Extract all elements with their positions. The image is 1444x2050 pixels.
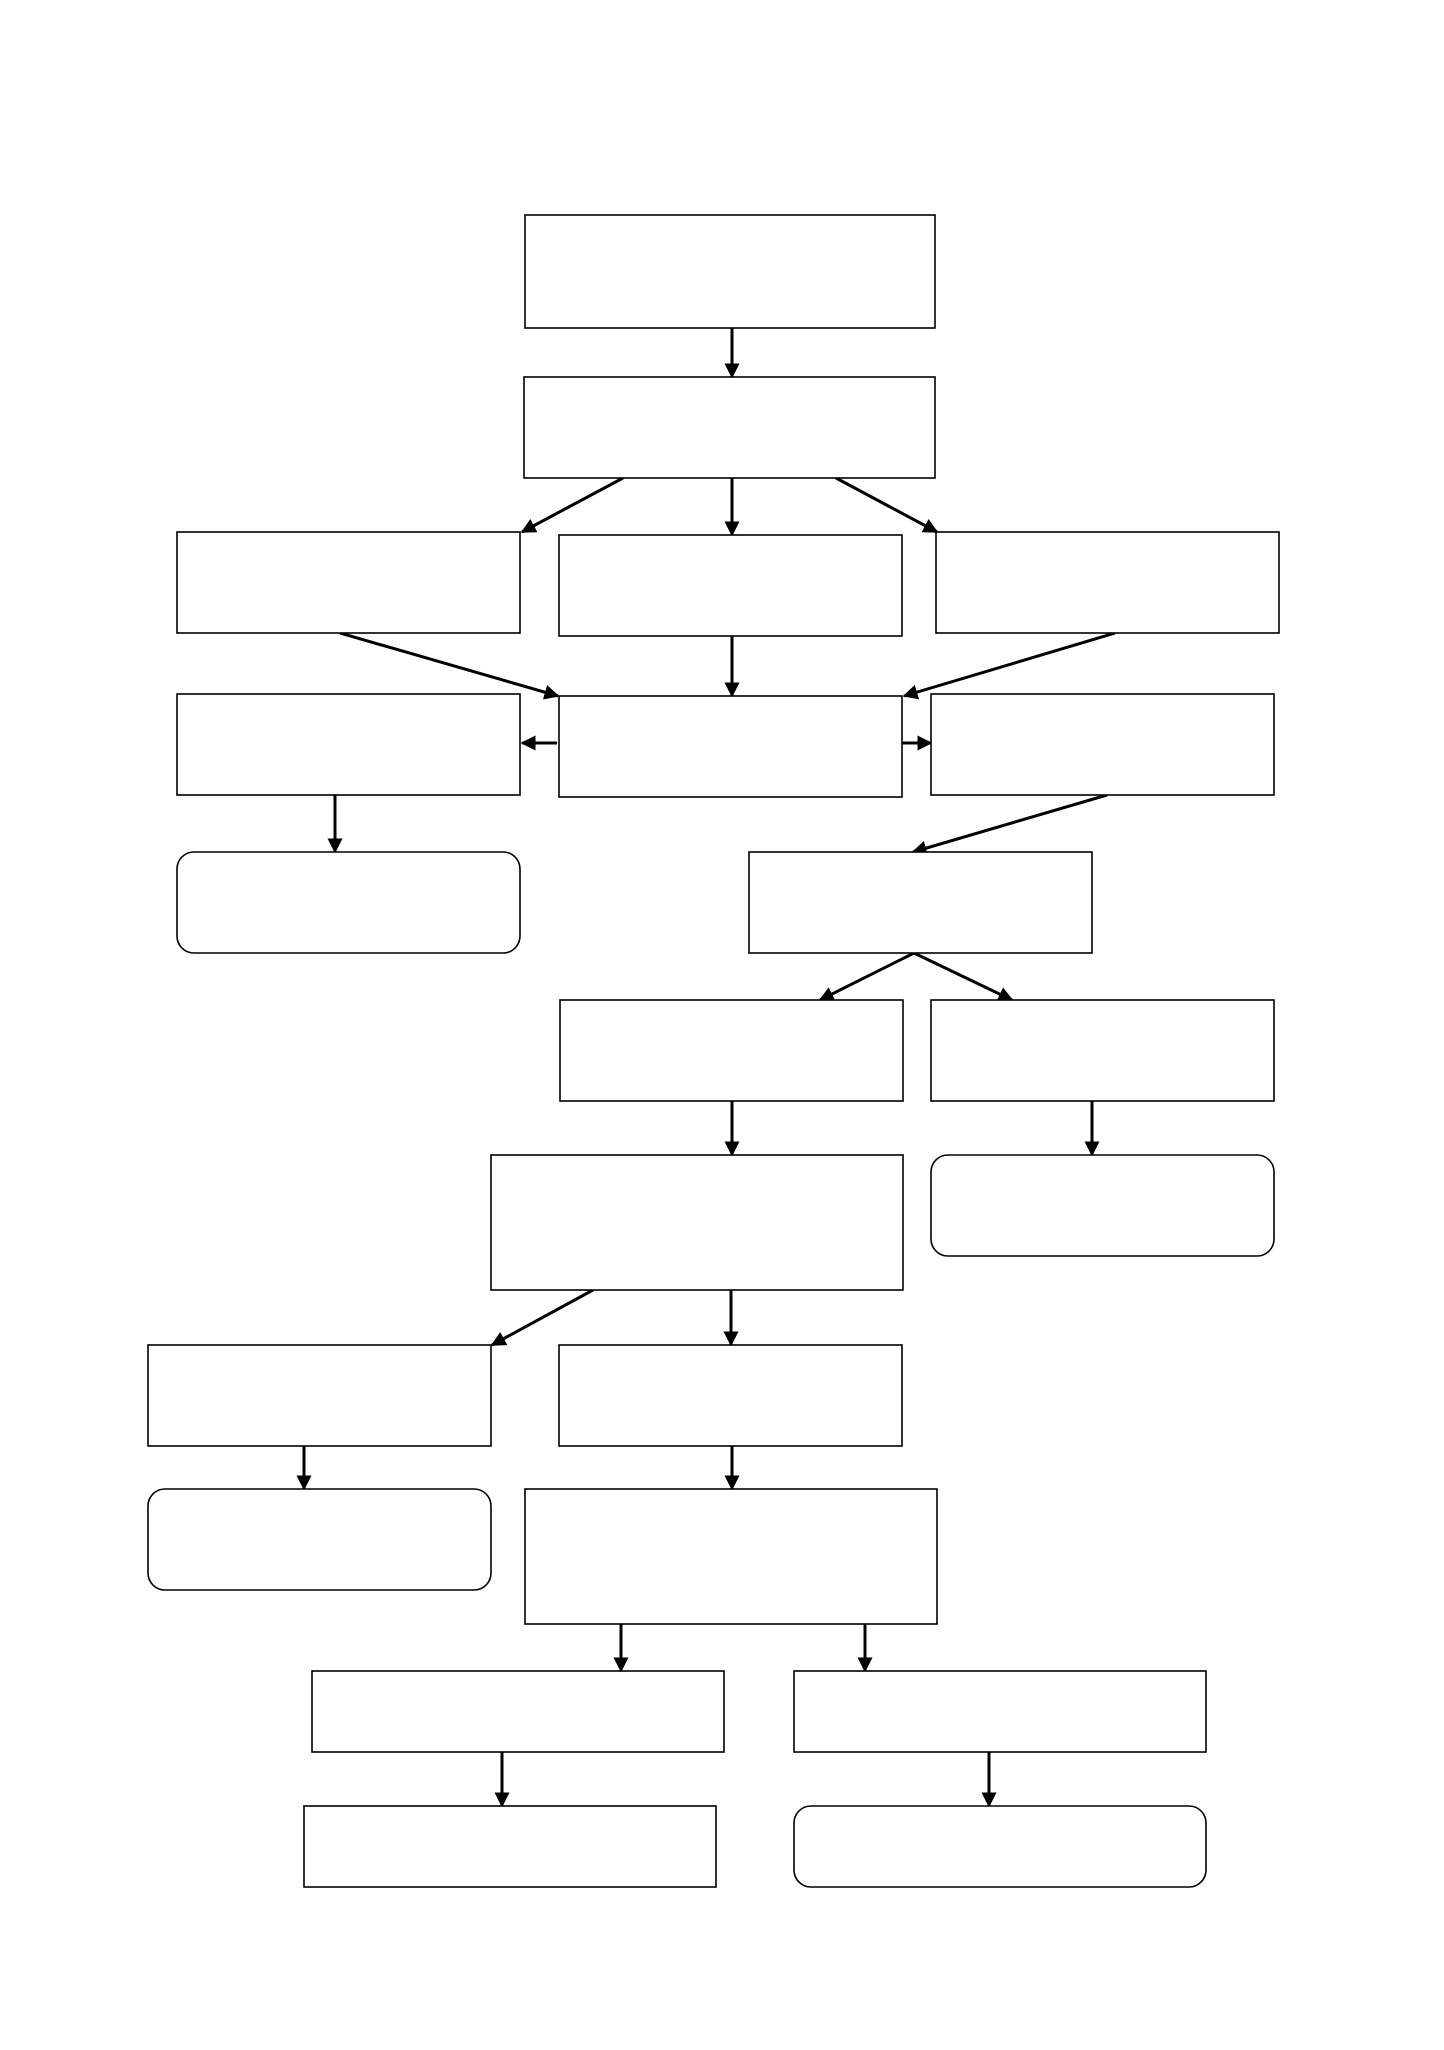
flow-node-n9a [147, 1488, 492, 1591]
flow-node-n6b [930, 999, 1275, 1102]
edge-n2-to-n3a [520, 476, 624, 534]
edge-n7a-to-n8a [490, 1288, 594, 1347]
flow-node-n10b [793, 1670, 1207, 1753]
terminal-box [176, 851, 521, 954]
flow-node-n6a [559, 999, 904, 1102]
process-box [558, 695, 903, 798]
flow-node-n10a [311, 1670, 725, 1753]
process-box [558, 1344, 903, 1447]
process-box [303, 1805, 717, 1888]
process-box [559, 999, 904, 1102]
process-box [793, 1670, 1207, 1753]
flow-node-n3a [176, 531, 521, 634]
flow-node-n11b [793, 1805, 1207, 1888]
flow-node-n4a [176, 693, 521, 796]
edge-n4c-to-n5b [911, 793, 1108, 856]
process-box [524, 214, 936, 329]
edge-n3a-to-n4b [339, 631, 560, 700]
process-box [935, 531, 1280, 634]
nodes-layer [147, 214, 1280, 1888]
process-box [176, 531, 521, 634]
flow-node-n3c [935, 531, 1280, 634]
edge-n3c-to-n4b [902, 631, 1116, 700]
flow-node-n2 [523, 376, 936, 479]
flow-node-n1 [524, 214, 936, 329]
flow-node-n8a [147, 1344, 492, 1447]
process-box [311, 1670, 725, 1753]
process-box [147, 1344, 492, 1447]
flow-node-n4c [930, 693, 1275, 796]
flow-node-n7b [930, 1154, 1275, 1257]
process-box [748, 851, 1093, 954]
edge-n5b-to-n6a [818, 951, 915, 1002]
process-box [176, 693, 521, 796]
flow-node-n11a [303, 1805, 717, 1888]
flow-node-n8b [558, 1344, 903, 1447]
flow-node-n5b [748, 851, 1093, 954]
process-box [930, 693, 1275, 796]
process-box [490, 1154, 904, 1291]
flow-node-n3b [558, 534, 903, 637]
flow-node-n7a [490, 1154, 904, 1291]
terminal-box [147, 1488, 492, 1591]
terminal-box [930, 1154, 1275, 1257]
flow-node-n9b [524, 1488, 938, 1625]
flow-node-n5a [176, 851, 521, 954]
process-box [930, 999, 1275, 1102]
edge-n5b-to-n6b [913, 951, 1014, 1002]
flow-node-n4b [558, 695, 903, 798]
process-box [558, 534, 903, 637]
process-box [523, 376, 936, 479]
terminal-box [793, 1805, 1207, 1888]
process-box [524, 1488, 938, 1625]
edges-layer [296, 328, 1116, 1808]
edge-n2-to-n3c [835, 476, 939, 534]
